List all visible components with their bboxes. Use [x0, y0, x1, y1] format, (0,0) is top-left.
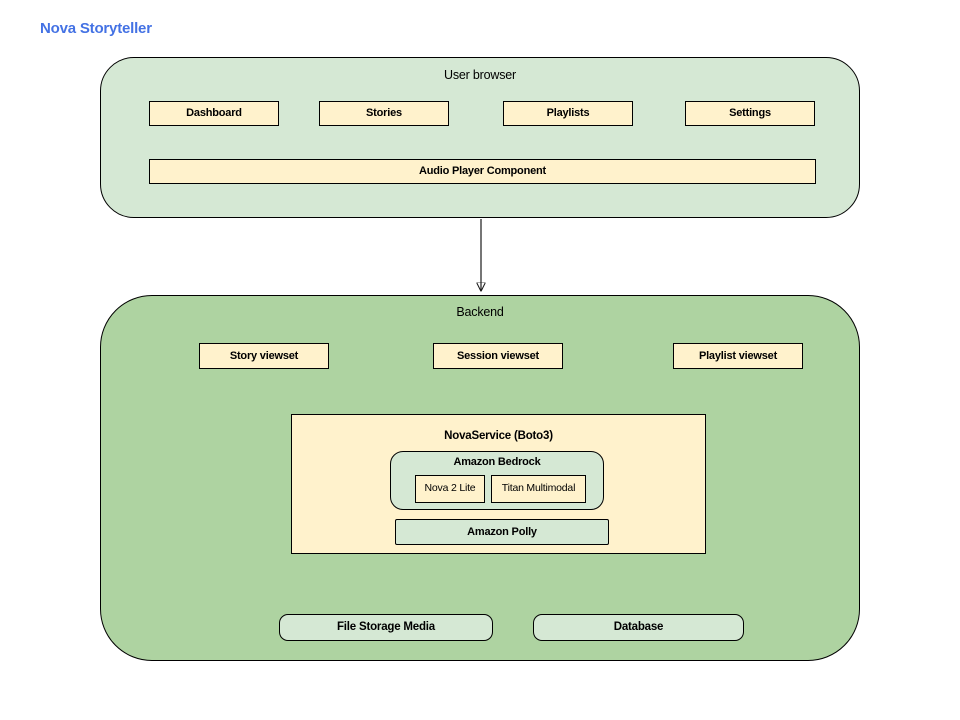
user-browser-label: User browser	[444, 68, 516, 82]
node-amazon-polly: Amazon Polly	[395, 519, 609, 545]
backend-label: Backend	[456, 305, 504, 319]
node-settings: Settings	[685, 101, 815, 126]
node-playlist-viewset: Playlist viewset	[673, 343, 803, 369]
node-audio-player-component: Audio Player Component	[149, 159, 816, 184]
node-stories: Stories	[319, 101, 449, 126]
user-browser-container: User browser Dashboard Stories Playlists…	[100, 57, 860, 218]
node-amazon-bedrock: Amazon Bedrock Nova 2 Lite Titan Multimo…	[390, 451, 604, 510]
node-dashboard: Dashboard	[149, 101, 279, 126]
backend-container: Backend Story viewset Session viewset Pl…	[100, 295, 860, 661]
node-nova-2-lite: Nova 2 Lite	[415, 475, 485, 503]
node-titan-multimodal: Titan Multimodal	[491, 475, 586, 503]
node-file-storage-media: File Storage Media	[279, 614, 493, 641]
page-title: Nova Storyteller	[40, 20, 152, 37]
node-story-viewset: Story viewset	[199, 343, 329, 369]
node-session-viewset: Session viewset	[433, 343, 563, 369]
node-database: Database	[533, 614, 744, 641]
node-nova-service: NovaService (Boto3) Amazon Bedrock Nova …	[291, 414, 706, 554]
node-playlists: Playlists	[503, 101, 633, 126]
amazon-bedrock-label: Amazon Bedrock	[453, 456, 541, 468]
nova-service-label: NovaService (Boto3)	[444, 430, 553, 442]
